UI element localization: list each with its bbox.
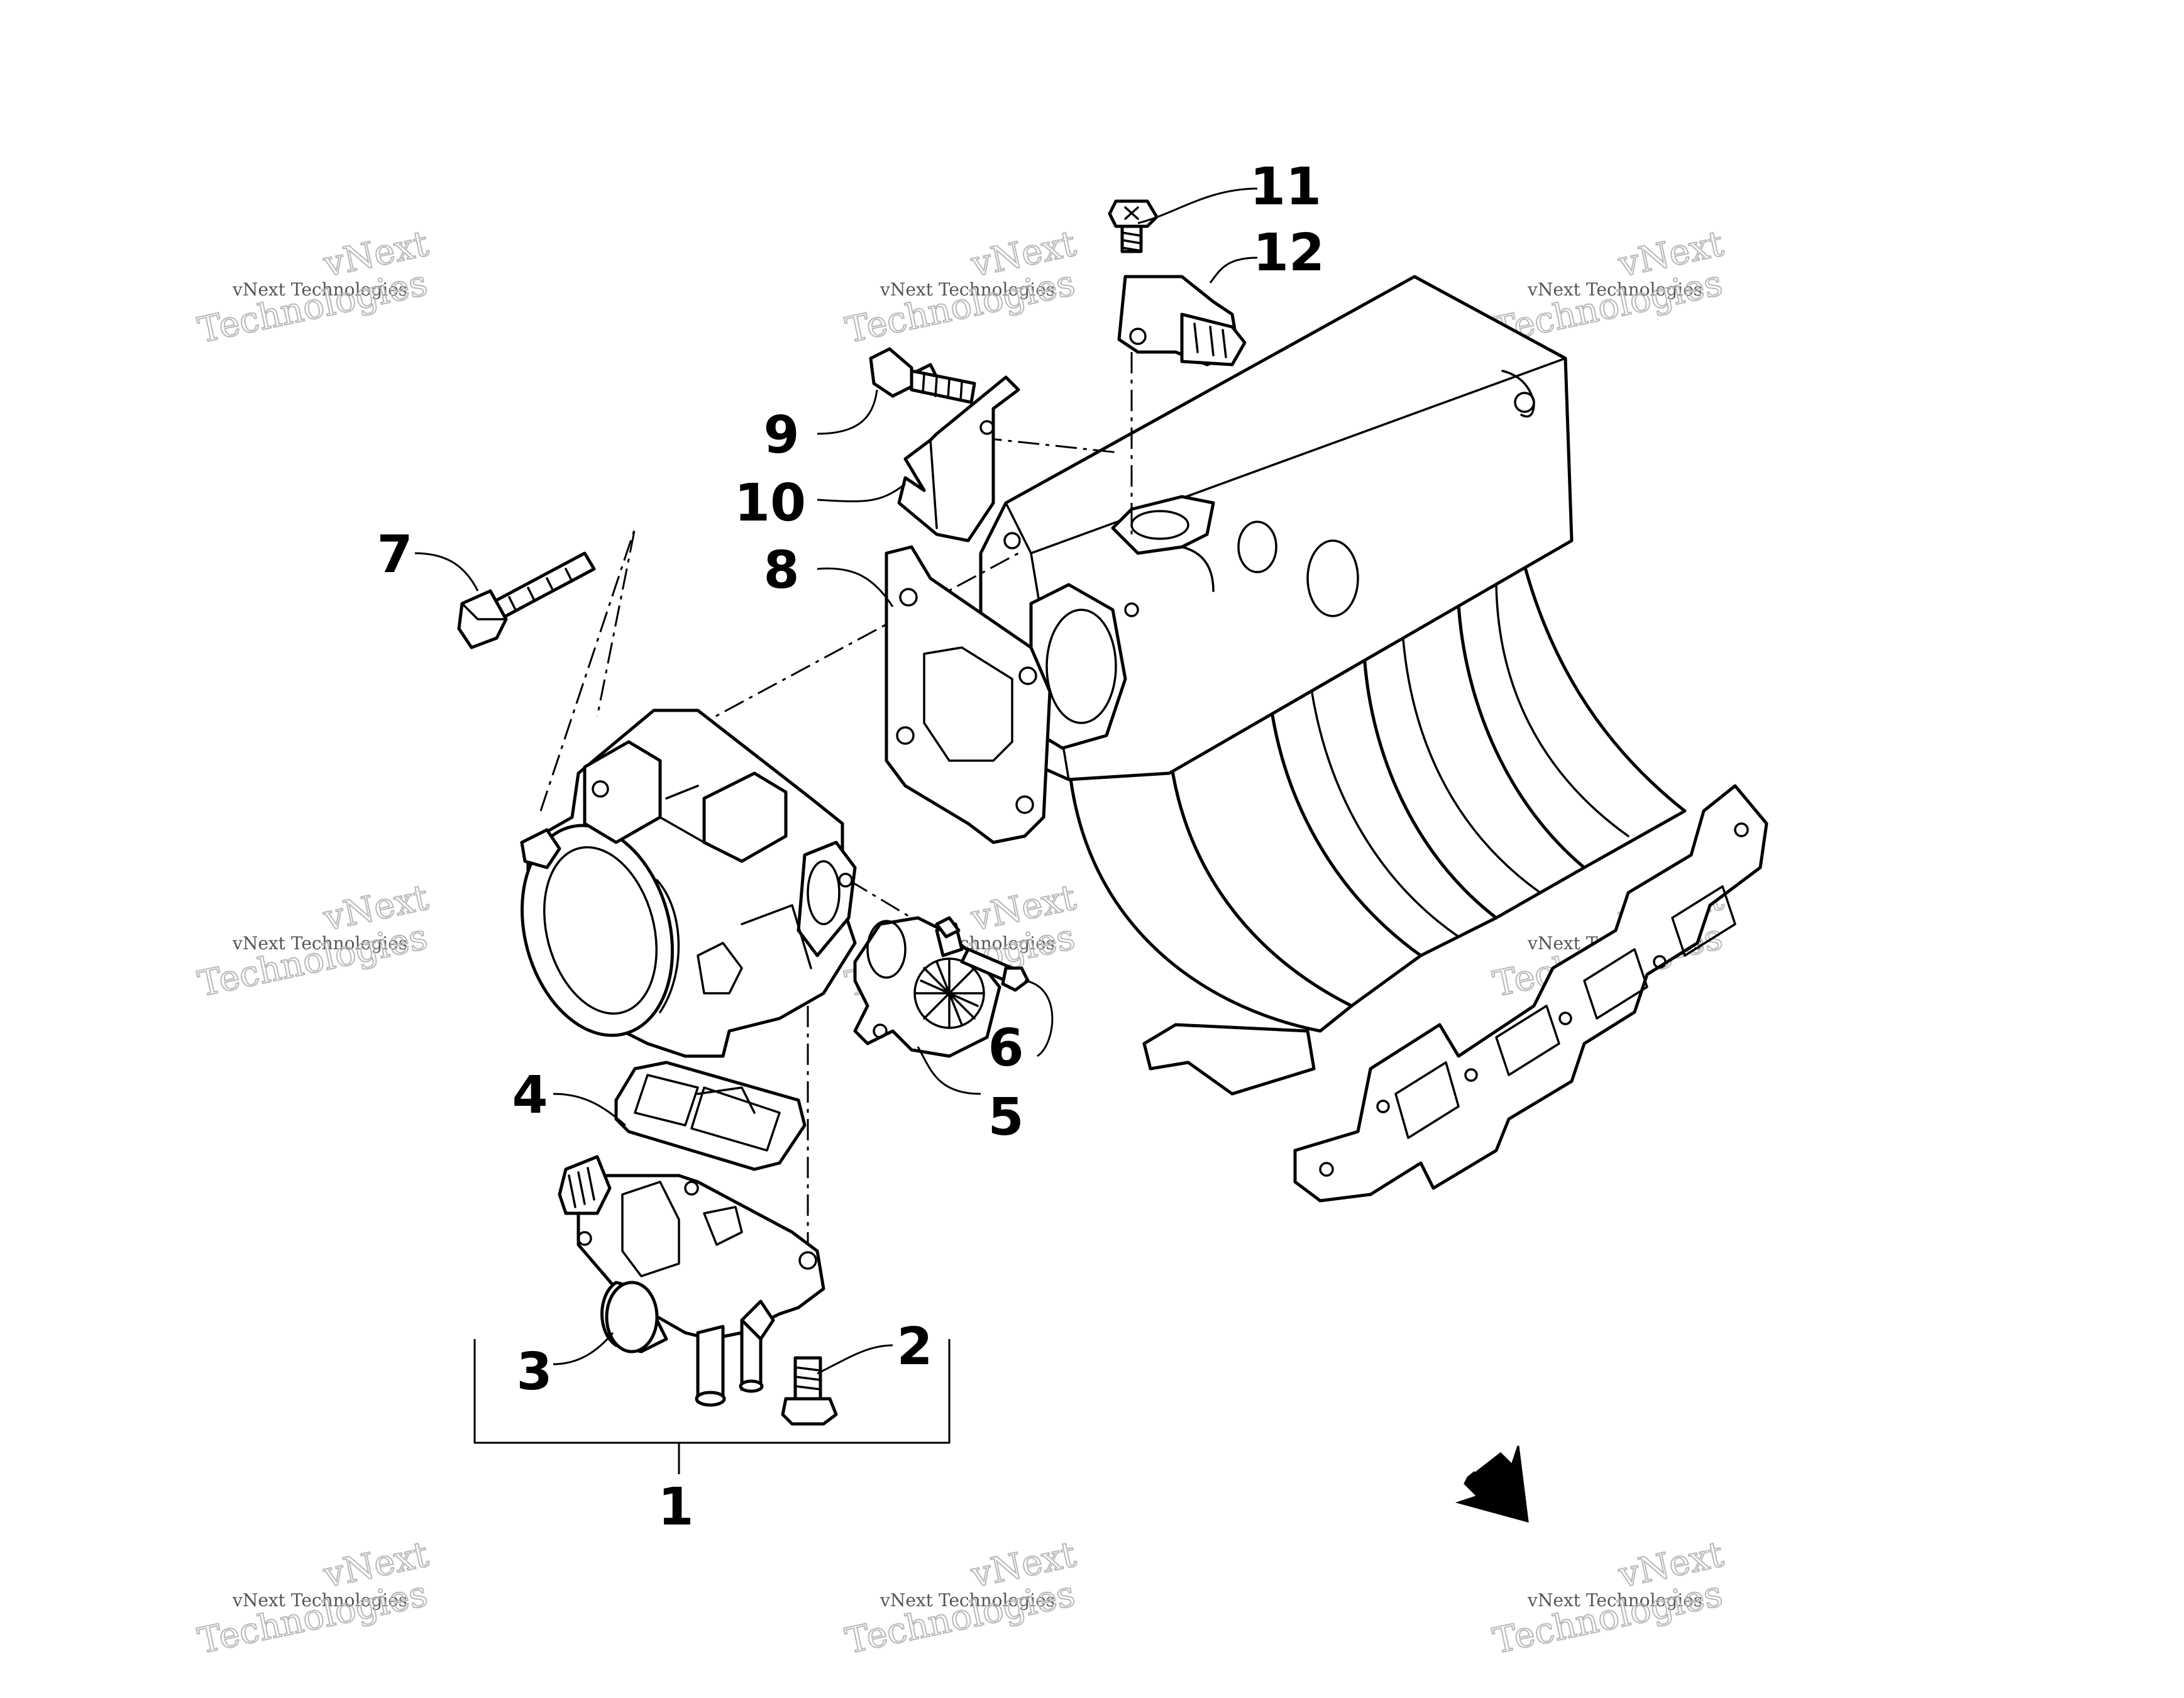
throttle-body [520, 708, 857, 1058]
watermark-text: vNext Technologies [880, 1590, 1055, 1611]
iac-gasket-part-4 [614, 1061, 807, 1171]
watermark-tile: vNext Technologies vNext Technologies [841, 1533, 1080, 1663]
direction-arrow-icon [1455, 1445, 1529, 1523]
watermark-text: Technologies [842, 1574, 1078, 1662]
long-bolt-part-7 [457, 551, 596, 649]
watermark-tile: vNext Technologies vNext Technologies [194, 223, 433, 352]
bracket-part-10 [897, 375, 1020, 543]
callout-10: 10 [734, 473, 806, 533]
watermark-tile: vNext Technologies vNext Technologies [194, 1533, 433, 1663]
watermark-text: Technologies [1489, 1574, 1726, 1662]
callout-11: 11 [1250, 157, 1321, 217]
watermark-tile: vNext Technologies vNext Technologies [194, 876, 433, 1006]
screw-part-2 [781, 1356, 838, 1426]
intake-manifold [979, 275, 1768, 1203]
watermark-text: Technologies [842, 263, 1078, 351]
iac-valve-part-3 [558, 1155, 825, 1407]
watermark-text: vNext Technologies [1527, 1590, 1702, 1611]
callout-6: 6 [988, 1018, 1023, 1078]
gasket-part-8 [885, 545, 1052, 844]
callout-3: 3 [516, 1342, 552, 1402]
watermark-text: vNext Technologies [1527, 279, 1702, 300]
callout-2: 2 [896, 1317, 932, 1377]
callout-1: 1 [658, 1477, 693, 1537]
watermark-text: Technologies [194, 917, 431, 1005]
callout-labels: 1 2 3 4 5 6 7 8 9 10 11 12 [377, 157, 1325, 1537]
callout-leaders [414, 187, 1258, 1474]
watermark-tile: vNext Technologies vNext Technologies [1489, 223, 1728, 352]
screw-part-11 [1108, 199, 1159, 253]
watermark-text: vNext Technologies [232, 279, 407, 300]
watermark-text: vNext Technologies [232, 933, 407, 954]
watermark-tile: vNext Technologies vNext Technologies [1489, 1533, 1728, 1663]
callout-4: 4 [512, 1066, 548, 1125]
flange-bolt-part-9 [869, 347, 976, 404]
small-screw-part-6 [935, 916, 1030, 992]
map-sensor-part-12 [1117, 275, 1247, 367]
callout-8: 8 [763, 541, 799, 600]
watermark-text: vNext Technologies [880, 279, 1055, 300]
watermark-text: Technologies [194, 1574, 431, 1662]
callout-5: 5 [988, 1088, 1023, 1147]
callout-12: 12 [1253, 223, 1325, 283]
callout-9: 9 [763, 405, 799, 465]
watermark-text: vNext Technologies [232, 1590, 407, 1611]
callout-7: 7 [377, 525, 412, 585]
watermark-tile: vNext Technologies vNext Technologies [841, 223, 1080, 352]
watermark-text: Technologies [194, 263, 431, 351]
